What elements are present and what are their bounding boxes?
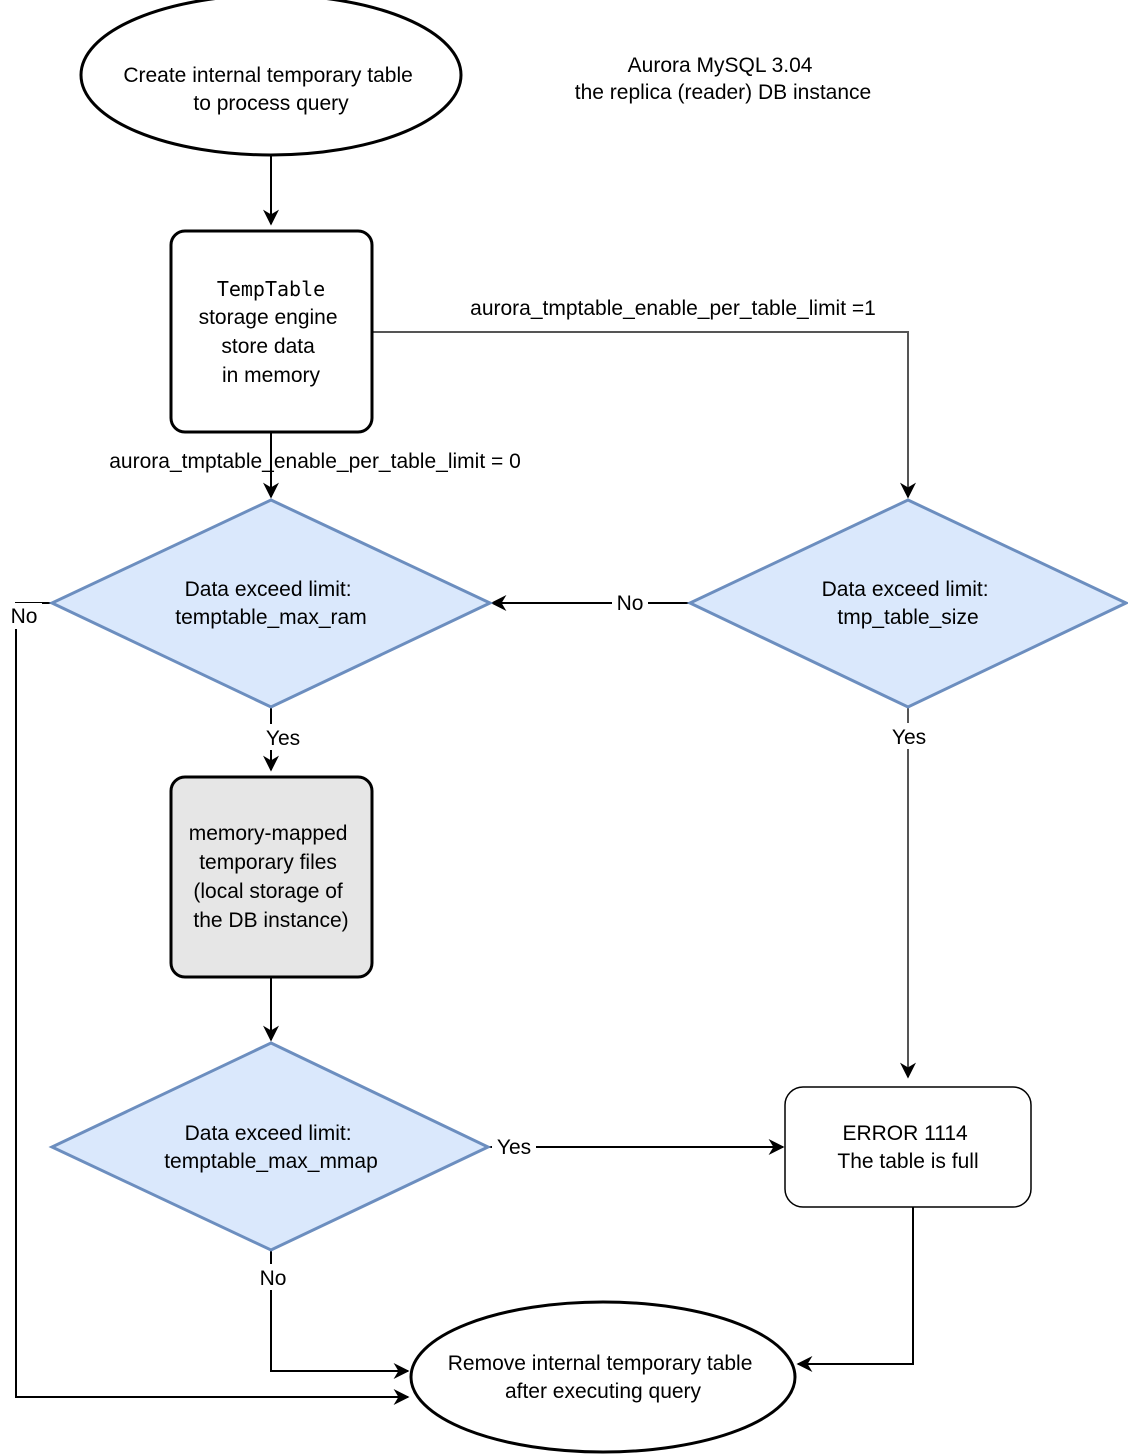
temptable-engine-label: storage engine store data in memory [199, 306, 344, 387]
decision-tmp-table-size-label: Data exceed limit: tmp_table_size [822, 578, 995, 629]
edge-label-ram-yes-bg [261, 724, 305, 750]
edge-mmap-no-to-end [270, 1250, 410, 1379]
temptable-engine-line-2: store data [221, 335, 315, 358]
edge-label-mmap-yes-bg [492, 1134, 536, 1160]
decision-tmp-table-size-line-2: tmp_table_size [837, 606, 978, 629]
edge-label-ram-no-bg [4, 603, 42, 629]
memory-mapped-files-line-2: temporary files [199, 851, 337, 874]
start-node [79, 0, 463, 157]
memory-mapped-files-label: memory-mapped temporary files (local sto… [189, 822, 354, 932]
error-1114-box [784, 1086, 1032, 1208]
start-node-line-2: to process query [193, 92, 349, 115]
error-1114-line-1: ERROR 1114 [842, 1122, 968, 1145]
diagram-header: Aurora MySQL 3.04 the replica (reader) D… [575, 54, 871, 104]
decision-temptable-max-mmap-label: Data exceed limit: temptable_max_mmap [164, 1122, 378, 1173]
edge-label-limit-0: aurora_tmptable_enable_per_table_limit =… [109, 450, 521, 473]
decision-temptable-max-ram-line-2: temptable_max_ram [175, 606, 366, 629]
edge-label-mmap-yes: Yes [497, 1136, 531, 1159]
memory-mapped-files-line-1: memory-mapped [189, 822, 348, 845]
edge-label-mmap-no-bg [254, 1264, 294, 1290]
end-node-label: Remove internal temporary table after ex… [448, 1352, 759, 1403]
temptable-engine-line-3: in memory [222, 364, 321, 387]
end-node [409, 1300, 797, 1454]
memory-mapped-files-box [169, 775, 374, 979]
diagram-header-line-2: the replica (reader) DB instance [575, 81, 871, 104]
error-1114-label: ERROR 1114 The table is full [837, 1122, 978, 1173]
edge-ram-no-to-end [15, 602, 410, 1405]
edge-label-tmp-no: No [617, 592, 644, 615]
memory-mapped-files-line-4: the DB instance) [193, 909, 348, 932]
decision-tmp-table-size [686, 498, 1128, 709]
temptable-engine-line-1: storage engine [199, 306, 338, 329]
edge-temptable-to-tmp-decision [372, 331, 916, 499]
start-node-label: Create internal temporary table to proce… [123, 64, 418, 115]
decision-temptable-max-mmap-line-2: temptable_max_mmap [164, 1150, 378, 1173]
memory-mapped-files-line-3: (local storage of [193, 880, 343, 903]
edge-label-tmp-yes-bg [888, 723, 930, 749]
start-node-line-1: Create internal temporary table [123, 64, 412, 87]
decision-tmp-table-size-line-1: Data exceed limit: [822, 578, 989, 601]
end-node-line-2: after executing query [505, 1380, 702, 1403]
temptable-engine-box [169, 229, 374, 434]
decision-temptable-max-mmap [48, 1041, 492, 1252]
temptable-engine-code: TempTable [217, 277, 325, 301]
edge-label-ram-yes: Yes [266, 727, 300, 750]
decision-temptable-max-ram-line-1: Data exceed limit: [185, 578, 352, 601]
decision-temptable-max-ram [48, 498, 494, 709]
end-node-line-1: Remove internal temporary table [448, 1352, 753, 1375]
edge-label-tmp-yes: Yes [892, 726, 926, 749]
edge-label-tmp-no-bg [612, 590, 648, 616]
edge-label-mmap-no: No [260, 1267, 287, 1290]
error-1114-line-2: The table is full [837, 1150, 978, 1173]
diagram-header-line-1: Aurora MySQL 3.04 [628, 54, 813, 77]
decision-temptable-max-ram-label: Data exceed limit: temptable_max_ram [175, 578, 366, 629]
edge-label-limit-1: aurora_tmptable_enable_per_table_limit =… [470, 297, 876, 320]
edge-error-to-end [796, 1207, 914, 1372]
decision-temptable-max-mmap-line-1: Data exceed limit: [185, 1122, 352, 1145]
edge-label-ram-no: No [11, 605, 38, 628]
